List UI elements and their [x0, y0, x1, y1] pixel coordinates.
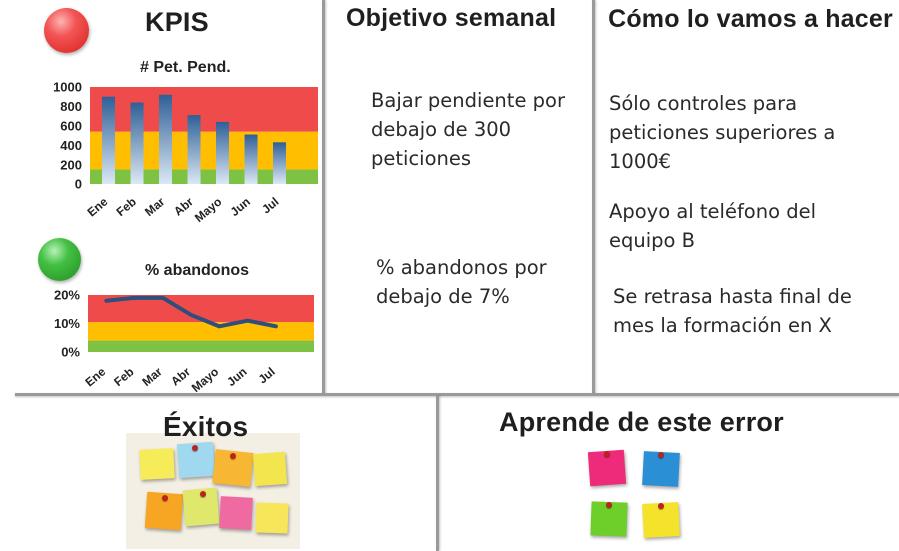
x-tick-label: Jul [256, 365, 278, 387]
objective-item-1: Bajar pendiente por debajo de 300 petici… [371, 89, 565, 170]
divider-objective-how [592, 0, 595, 394]
x-tick-label: Mayo [189, 365, 222, 392]
x-tick-label: Mayo [192, 195, 225, 225]
how-item-2: Apoyo al teléfono del equipo B [609, 200, 817, 252]
objective-title: Objetivo semanal [346, 4, 557, 32]
status-green-icon [38, 238, 81, 281]
band-1 [88, 322, 314, 341]
band-2 [90, 87, 318, 132]
x-tick-label: Feb [111, 365, 136, 389]
y-tick-label: 400 [60, 138, 82, 153]
bar-abr [187, 115, 201, 184]
exitos-title: Éxitos [163, 411, 249, 442]
divider-horizontal [15, 393, 899, 396]
sticky-note-yellow [255, 502, 289, 534]
chart-title-pendientes: # Pet. Pend. [140, 59, 231, 76]
status-red-icon [44, 8, 89, 53]
bar-mar [159, 94, 173, 184]
bar-mayo [216, 121, 230, 184]
bar-jul [273, 142, 287, 184]
objective-item-2: % abandonos por debajo de 7% [376, 256, 547, 308]
bar-feb [130, 102, 144, 184]
y-tick-label: 0% [61, 345, 80, 360]
sticky-note-pink [219, 496, 253, 530]
aprende-title: Aprende de este error [499, 407, 784, 437]
series-line-abandonos [104, 295, 278, 329]
x-tick-label: Ene [82, 364, 108, 389]
x-tick-label: Jul [259, 195, 281, 217]
y-tick-label: 600 [60, 118, 82, 133]
x-tick-label: Mar [142, 194, 168, 219]
x-tick-label: Feb [114, 195, 139, 219]
y-tick-label: 20% [54, 288, 80, 303]
bar-jun [244, 134, 258, 184]
y-tick-label: 1000 [53, 80, 82, 95]
chart-title-abandonos: % abandonos [145, 262, 250, 279]
band-0 [90, 169, 318, 184]
sticky-notes-board-exitos [126, 433, 300, 549]
divider-exitos-aprende [436, 396, 439, 551]
divider-kpi-objective [322, 0, 325, 394]
y-tick-label: 800 [60, 99, 82, 114]
x-tick-label: Jun [228, 195, 253, 219]
kpis-title: KPIS [145, 7, 209, 37]
how-title: Cómo lo vamos a hacer [608, 5, 893, 33]
x-tick-label: Mar [139, 364, 165, 389]
x-tick-label: Jun [224, 365, 249, 389]
how-item-1: Sólo controles para peticiones superiore… [609, 92, 836, 173]
y-tick-label: 0 [75, 177, 82, 192]
sticky-note-yellow [139, 448, 175, 480]
bar-ene [102, 96, 116, 184]
y-tick-label: 10% [54, 316, 80, 331]
x-tick-label: Ene [85, 194, 111, 219]
y-tick-label: 200 [60, 157, 82, 172]
band-0 [88, 340, 314, 352]
how-item-3: Se retrasa hasta final de mes la formaci… [613, 285, 852, 337]
sticky-note-yellow [252, 451, 288, 487]
